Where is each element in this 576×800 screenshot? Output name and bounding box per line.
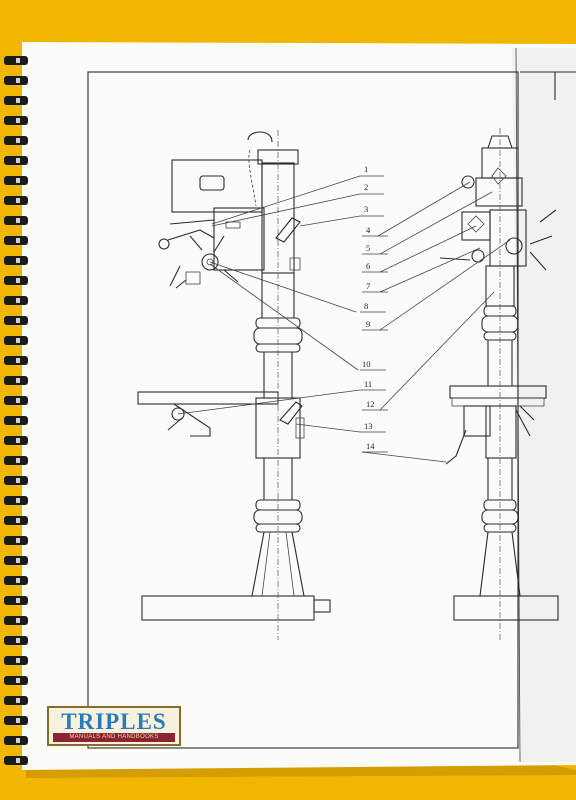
spiral-hole [16, 58, 20, 63]
spiral-hole [16, 678, 20, 683]
spiral-hole [16, 718, 20, 723]
spiral-hole [16, 638, 20, 643]
spiral-hole [16, 458, 20, 463]
spiral-hole [16, 698, 20, 703]
callout-6: 6 [366, 261, 370, 271]
spiral-hole [16, 658, 20, 663]
callout-4: 4 [366, 225, 371, 235]
drill-press-front-view [439, 128, 559, 640]
spiral-hole [16, 378, 20, 383]
callout-3: 3 [364, 204, 368, 214]
spiral-hole [16, 358, 20, 363]
spiral-hole [16, 318, 20, 323]
spiral-hole [16, 738, 20, 743]
spiral-hole [16, 538, 20, 543]
spiral-hole [16, 118, 20, 123]
spiral-hole [16, 578, 20, 583]
spiral-binding [4, 56, 28, 765]
spiral-hole [16, 98, 20, 103]
callout-2: 2 [364, 182, 368, 192]
logo-brand-text: TRIPLES [61, 709, 167, 734]
callout-13: 13 [364, 421, 373, 431]
spiral-hole [16, 178, 20, 183]
triples-logo: TRIPLES MANUALS AND HANDBOOKS [47, 706, 181, 746]
callout-9: 9 [366, 319, 370, 329]
callout-numbers: 1 2 3 4 5 6 7 8 9 10 11 12 13 14 [362, 164, 375, 451]
spiral-hole [16, 278, 20, 283]
spiral-hole [16, 518, 20, 523]
spiral-hole [16, 198, 20, 203]
spiral-hole [16, 598, 20, 603]
logo-tagline: MANUALS AND HANDBOOKS [53, 733, 175, 742]
spiral-hole [16, 298, 20, 303]
spiral-hole [16, 138, 20, 143]
spiral-hole [16, 478, 20, 483]
spiral-hole [16, 218, 20, 223]
spiral-hole [16, 238, 20, 243]
spiral-hole [16, 438, 20, 443]
callout-11: 11 [364, 379, 372, 389]
callout-1: 1 [364, 164, 368, 174]
spiral-hole [16, 78, 20, 83]
spiral-hole [16, 758, 20, 763]
drill-press-side-view [137, 130, 331, 640]
callout-12: 12 [366, 399, 375, 409]
callout-8: 8 [364, 301, 368, 311]
spiral-hole [16, 558, 20, 563]
page-sheet [22, 42, 576, 770]
callout-leaders [177, 175, 511, 463]
spiral-hole [16, 398, 20, 403]
callout-5: 5 [366, 243, 370, 253]
spiral-hole [16, 618, 20, 623]
spiral-hole [16, 338, 20, 343]
spiral-hole [16, 418, 20, 423]
spiral-hole [16, 158, 20, 163]
spiral-hole [16, 498, 20, 503]
callout-14: 14 [366, 441, 375, 451]
callout-10: 10 [362, 359, 371, 369]
callout-7: 7 [366, 281, 370, 291]
drawing-frame [87, 71, 519, 749]
spiral-hole [16, 258, 20, 263]
